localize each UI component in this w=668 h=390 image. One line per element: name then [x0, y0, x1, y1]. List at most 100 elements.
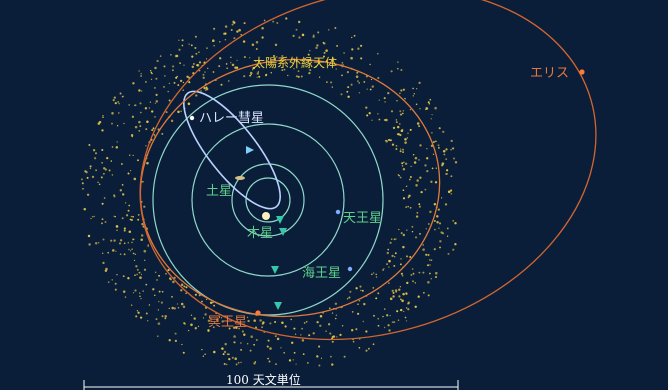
belt-dot — [116, 141, 118, 143]
belt-dot — [357, 80, 359, 82]
belt-dot — [346, 297, 349, 300]
belt-dot — [394, 256, 396, 258]
belt-dot — [202, 73, 205, 76]
belt-dot — [171, 295, 173, 298]
belt-dot — [84, 170, 87, 173]
belt-dot — [138, 271, 141, 274]
belt-dot — [180, 302, 184, 306]
belt-dot — [212, 39, 215, 42]
belt-dot — [261, 322, 264, 325]
belt-dot — [400, 68, 403, 72]
belt-dot — [366, 88, 368, 90]
belt-dot — [383, 97, 386, 100]
belt-dot — [389, 139, 392, 142]
belt-dot — [292, 359, 294, 361]
belt-dot — [121, 184, 124, 186]
belt-dot — [111, 174, 114, 176]
belt-dot — [335, 68, 337, 70]
belt-dot — [276, 22, 279, 24]
belt-dot — [363, 302, 366, 306]
belt-dot — [414, 156, 418, 160]
belt-dot — [194, 35, 197, 38]
belt-dot — [360, 44, 363, 47]
belt-dot — [433, 248, 436, 251]
belt-dot — [145, 128, 148, 131]
belt-dot — [384, 308, 386, 310]
belt-dot — [145, 145, 147, 147]
belt-dot — [243, 22, 246, 25]
belt-dot — [393, 264, 396, 267]
belt-dot — [119, 92, 122, 95]
belt-dot — [387, 324, 390, 327]
belt-dot — [161, 132, 164, 135]
belt-dot — [346, 90, 349, 93]
label-saturn: 土星 — [206, 184, 232, 199]
belt-dot — [348, 296, 351, 299]
belt-dot — [442, 150, 446, 153]
belt-dot — [450, 139, 453, 143]
belt-dot — [118, 102, 120, 105]
belt-dot — [233, 37, 236, 40]
belt-dot — [307, 53, 310, 56]
belt-dot — [140, 75, 142, 77]
belt-dot — [365, 330, 368, 333]
uranus-orbit — [191, 123, 345, 277]
belt-dot — [438, 147, 440, 149]
belt-dot — [433, 202, 437, 206]
belt-dot — [322, 41, 325, 44]
belt-dot — [339, 333, 342, 337]
label-neptune: 海王星 — [302, 266, 341, 281]
belt-dot — [295, 363, 297, 365]
belt-dot — [204, 313, 207, 316]
belt-dot — [410, 273, 413, 276]
belt-dot — [425, 106, 428, 109]
belt-dot — [436, 220, 439, 224]
belt-dot — [213, 350, 216, 354]
belt-dot — [435, 271, 438, 275]
halley-direction-arrow — [246, 146, 254, 154]
belt-dot — [274, 335, 277, 338]
belt-dot — [402, 109, 405, 112]
belt-dot — [146, 120, 149, 123]
belt-dot — [453, 157, 455, 160]
belt-dot — [400, 272, 403, 275]
belt-dot — [369, 88, 372, 91]
belt-dot — [444, 203, 448, 206]
belt-dot — [402, 189, 405, 192]
belt-dot — [365, 349, 368, 352]
saturn-orbit — [231, 163, 305, 237]
belt-dot — [398, 228, 400, 231]
belt-dot — [367, 347, 370, 350]
belt-dot — [437, 144, 440, 147]
belt-dot — [397, 319, 400, 321]
belt-dot — [183, 285, 186, 288]
belt-dot — [163, 85, 165, 88]
belt-dot — [261, 326, 264, 329]
belt-dot — [130, 215, 133, 218]
belt-dot — [131, 248, 133, 250]
belt-dot — [415, 103, 418, 106]
belt-dot — [130, 304, 133, 306]
belt-dot — [103, 197, 106, 199]
belt-dot — [392, 291, 395, 294]
belt-dot — [341, 74, 343, 77]
belt-dot — [432, 140, 436, 144]
belt-dot — [402, 197, 406, 200]
belt-dot — [351, 329, 354, 332]
belt-dot — [385, 118, 388, 122]
belt-dot — [323, 51, 326, 54]
belt-dot — [454, 243, 457, 246]
belt-dot — [168, 339, 171, 342]
belt-dot — [424, 188, 427, 191]
belt-dot — [173, 276, 176, 280]
belt-dot — [410, 165, 412, 168]
belt-dot — [227, 353, 230, 356]
belt-dot — [372, 343, 375, 346]
belt-dot — [412, 280, 414, 283]
belt-dot — [111, 122, 113, 125]
belt-dot — [138, 89, 141, 92]
belt-dot — [356, 71, 359, 74]
belt-dot — [360, 289, 362, 292]
belt-dot — [168, 99, 171, 102]
belt-dot — [198, 51, 200, 53]
